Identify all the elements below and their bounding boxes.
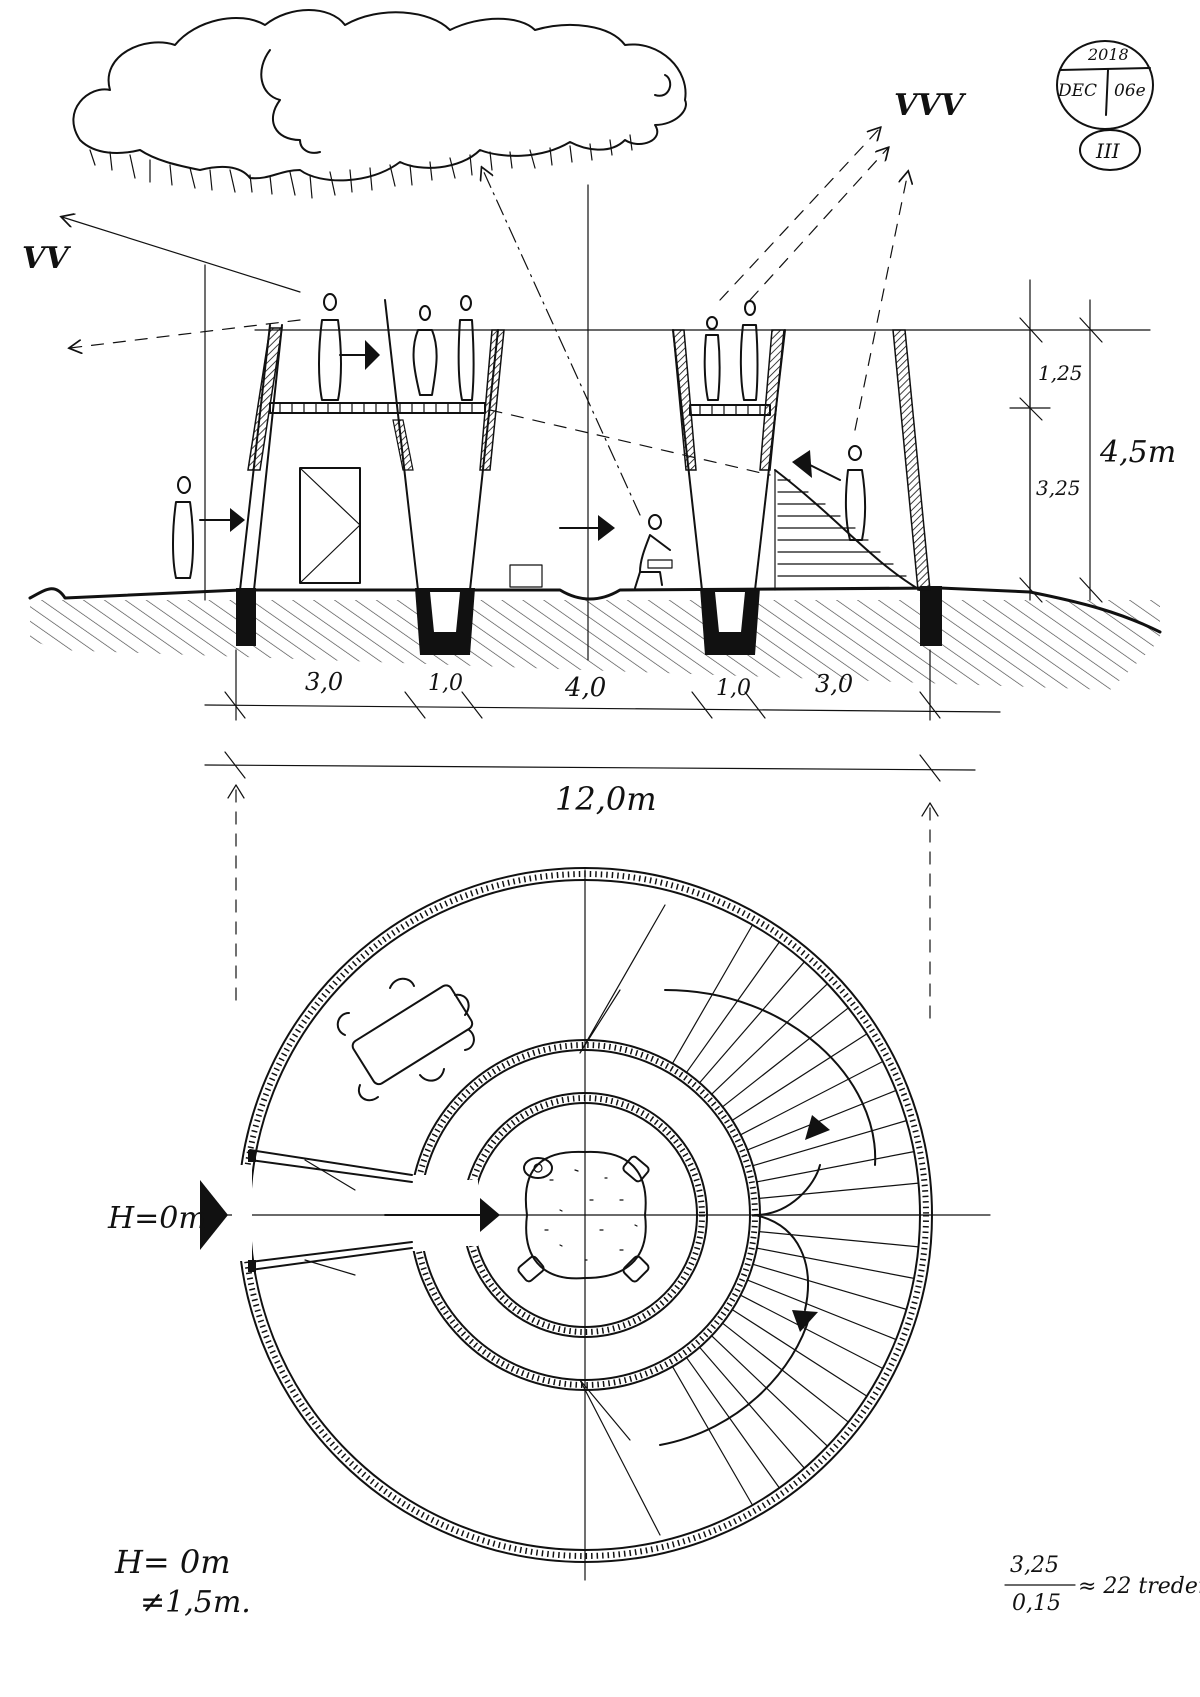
height-label-upper: 1,25: [1038, 361, 1083, 385]
stair-tread: [711, 983, 828, 1095]
stamp-month: DEC: [1057, 81, 1097, 101]
stair-tread: [686, 941, 780, 1073]
stair-tread: [756, 1247, 915, 1279]
section-arrows: [199, 340, 841, 541]
section-platforms: [269, 402, 921, 591]
stair-tread: [699, 961, 805, 1084]
width-total: 12,0m: [555, 780, 657, 818]
stair-tread: [747, 1089, 897, 1151]
stair-tread: [671, 1366, 754, 1506]
stair-tread: [699, 1346, 805, 1469]
height-label-lower: 3,25: [1036, 476, 1081, 500]
stair-tread: [686, 1357, 780, 1489]
section-figures: [172, 293, 866, 589]
stair-tread: [731, 1309, 868, 1397]
width-segment-5: 3,0: [815, 670, 853, 698]
width-dimension-lines: [204, 649, 1001, 782]
level-note-line2: ≠1,5m.: [140, 1585, 251, 1620]
stair-tread: [711, 1335, 828, 1447]
stair-calc-denominator: 0,15: [1012, 1591, 1061, 1616]
stamp-day: 06e: [1114, 81, 1146, 101]
stamp-sheet-number: III: [1095, 139, 1121, 163]
height-label-total: 4,5m: [1099, 435, 1176, 470]
sight-lines: [62, 128, 908, 516]
stair-tread: [752, 1263, 907, 1310]
stair-tread: [756, 1151, 915, 1183]
width-segment-1: 3,0: [305, 668, 343, 696]
stair-tread: [752, 1120, 907, 1167]
spiral-stair: [671, 924, 920, 1506]
stair-tread: [747, 1279, 897, 1341]
cloud-sketch: [72, 9, 687, 199]
stair-tread: [722, 1007, 849, 1108]
view-label-left: VV: [22, 241, 71, 276]
ground-section: [28, 586, 1162, 690]
stair-calc-numerator: 3,25: [1010, 1553, 1059, 1578]
width-segment-2: 1,0: [428, 671, 463, 696]
floor-plan: [200, 867, 991, 1581]
height-dimension: [1009, 317, 1103, 603]
level-note-line1: H= 0m: [114, 1543, 231, 1581]
stair-tread: [731, 1033, 868, 1121]
date-stamp: 2018 DEC 06e III: [1056, 40, 1154, 171]
projection-lines: [227, 784, 939, 1026]
stair-tread: [740, 1294, 884, 1370]
section-walls: [239, 299, 931, 591]
stair-tread: [759, 1231, 919, 1248]
width-segment-3: 4,0: [564, 673, 606, 703]
width-segment-4: 1,0: [716, 676, 751, 701]
stair-tread: [722, 1322, 849, 1423]
stamp-year: 2018: [1087, 45, 1129, 64]
view-label-right: VVV: [894, 88, 967, 123]
stair-calc-result: ≈ 22 treden: [1078, 1574, 1200, 1599]
stair-tread: [740, 1060, 884, 1136]
entrance-level-label: H=0m: [107, 1201, 207, 1236]
stair-tread: [759, 1182, 919, 1199]
